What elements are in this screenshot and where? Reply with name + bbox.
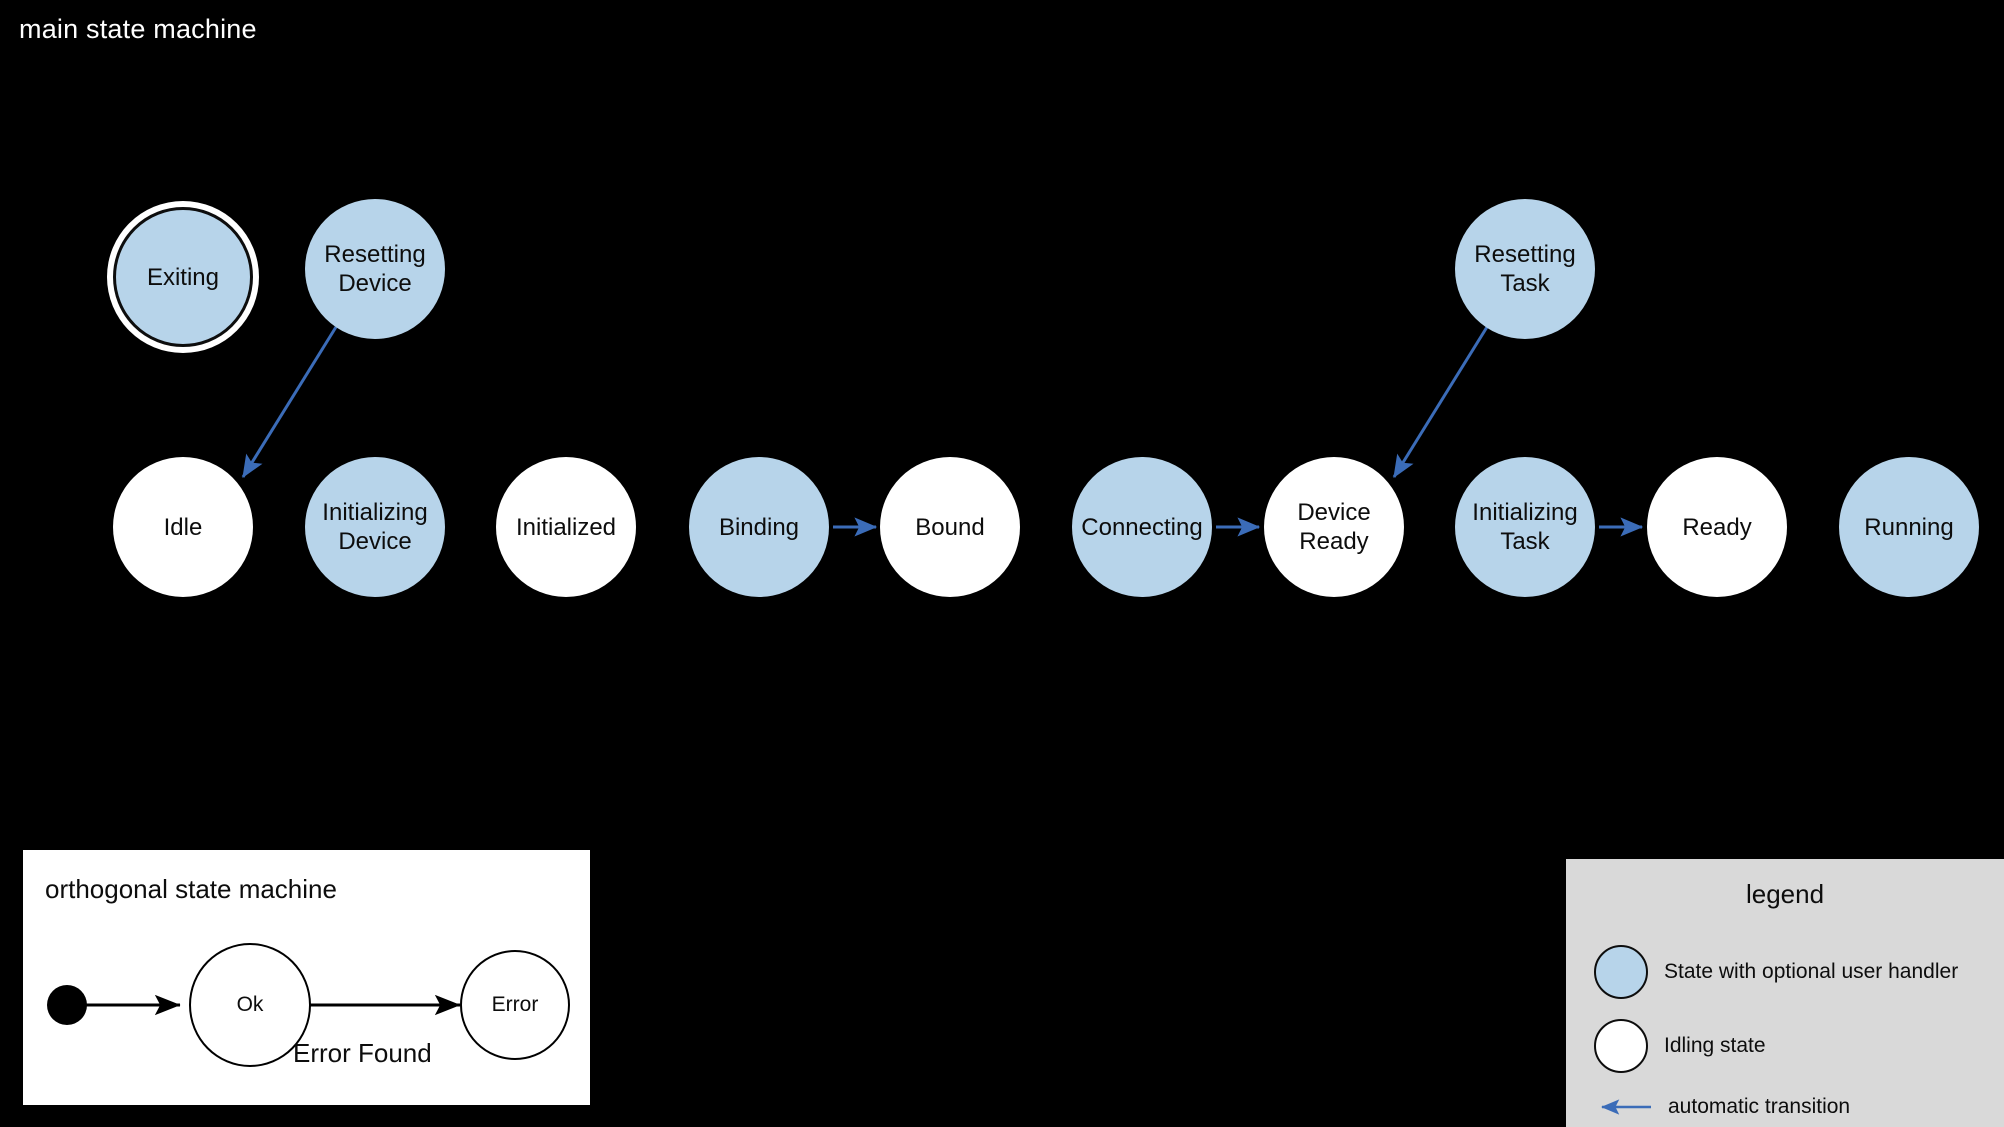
state-node-ready-label: Ready xyxy=(1682,513,1752,541)
ortho-transition-label: Error Found xyxy=(293,1038,432,1068)
state-node-running-label: Running xyxy=(1864,513,1954,541)
legend-title: legend xyxy=(1745,879,1825,909)
legend-item-handler-state-label: State with optional user handler xyxy=(1664,960,1959,983)
state-node-connecting-label: Connecting xyxy=(1081,513,1203,541)
ortho-state-error[interactable]: Error xyxy=(460,950,570,1060)
ortho-state-ok-label: Ok xyxy=(236,993,264,1016)
handler-state-swatch-icon xyxy=(1594,945,1648,999)
state-node-resetting-task-label: Resetting Task xyxy=(1474,241,1576,297)
ortho-state-error-label: Error xyxy=(491,993,539,1016)
state-node-idle-label: Idle xyxy=(163,513,203,541)
state-node-resetting-device[interactable]: Resetting Device xyxy=(305,199,445,339)
transition-resetting-device-to-idle xyxy=(241,326,338,479)
page-title: main state machine xyxy=(19,14,257,44)
legend-item-idling-state-label: Idling state xyxy=(1664,1034,1766,1057)
automatic-transition-arrow-icon xyxy=(1594,1099,1652,1115)
state-node-exiting[interactable]: Exiting xyxy=(113,207,253,347)
state-node-resetting-task[interactable]: Resetting Task xyxy=(1455,199,1595,339)
state-node-initialized-label: Initialized xyxy=(515,513,617,541)
state-node-initializing-task-label: Initializing Task xyxy=(1472,499,1578,555)
idling-state-swatch-icon xyxy=(1594,1019,1648,1073)
state-node-device-ready[interactable]: Device Ready xyxy=(1264,457,1404,597)
state-node-binding[interactable]: Binding xyxy=(689,457,829,597)
state-node-initializing-task[interactable]: Initializing Task xyxy=(1455,457,1595,597)
state-node-bound[interactable]: Bound xyxy=(880,457,1020,597)
initial-state-marker xyxy=(47,985,87,1025)
legend-item-handler-state: State with optional user handler xyxy=(1594,945,1958,999)
state-node-initializing-device[interactable]: Initializing Device xyxy=(305,457,445,597)
orthogonal-state-machine-panel: orthogonal state machine Ok Error Error … xyxy=(21,848,592,1107)
legend-item-idling-state: Idling state xyxy=(1594,1019,1766,1073)
state-node-ready[interactable]: Ready xyxy=(1647,457,1787,597)
legend-item-automatic-transition-label: automatic transition xyxy=(1668,1095,1851,1118)
state-node-initialized[interactable]: Initialized xyxy=(496,457,636,597)
state-node-resetting-device-label: Resetting Device xyxy=(324,241,426,297)
legend-panel: legend State with optional user handler … xyxy=(1566,859,2004,1127)
orthogonal-title: orthogonal state machine xyxy=(45,874,337,904)
state-node-exiting-label: Exiting xyxy=(146,263,220,291)
transition-resetting-task-to-device-ready xyxy=(1392,326,1489,479)
orthogonal-transitions-layer xyxy=(47,985,461,1025)
state-node-device-ready-label: Device Ready xyxy=(1297,499,1371,555)
state-node-connecting[interactable]: Connecting xyxy=(1072,457,1212,597)
state-node-initializing-device-label: Initializing Device xyxy=(322,499,428,555)
state-node-bound-label: Bound xyxy=(915,513,985,541)
state-node-binding-label: Binding xyxy=(718,513,800,541)
legend-item-automatic-transition: automatic transition xyxy=(1594,1095,1850,1119)
ortho-state-ok[interactable]: Ok xyxy=(189,943,311,1067)
state-node-running[interactable]: Running xyxy=(1839,457,1979,597)
state-node-idle[interactable]: Idle xyxy=(113,457,253,597)
